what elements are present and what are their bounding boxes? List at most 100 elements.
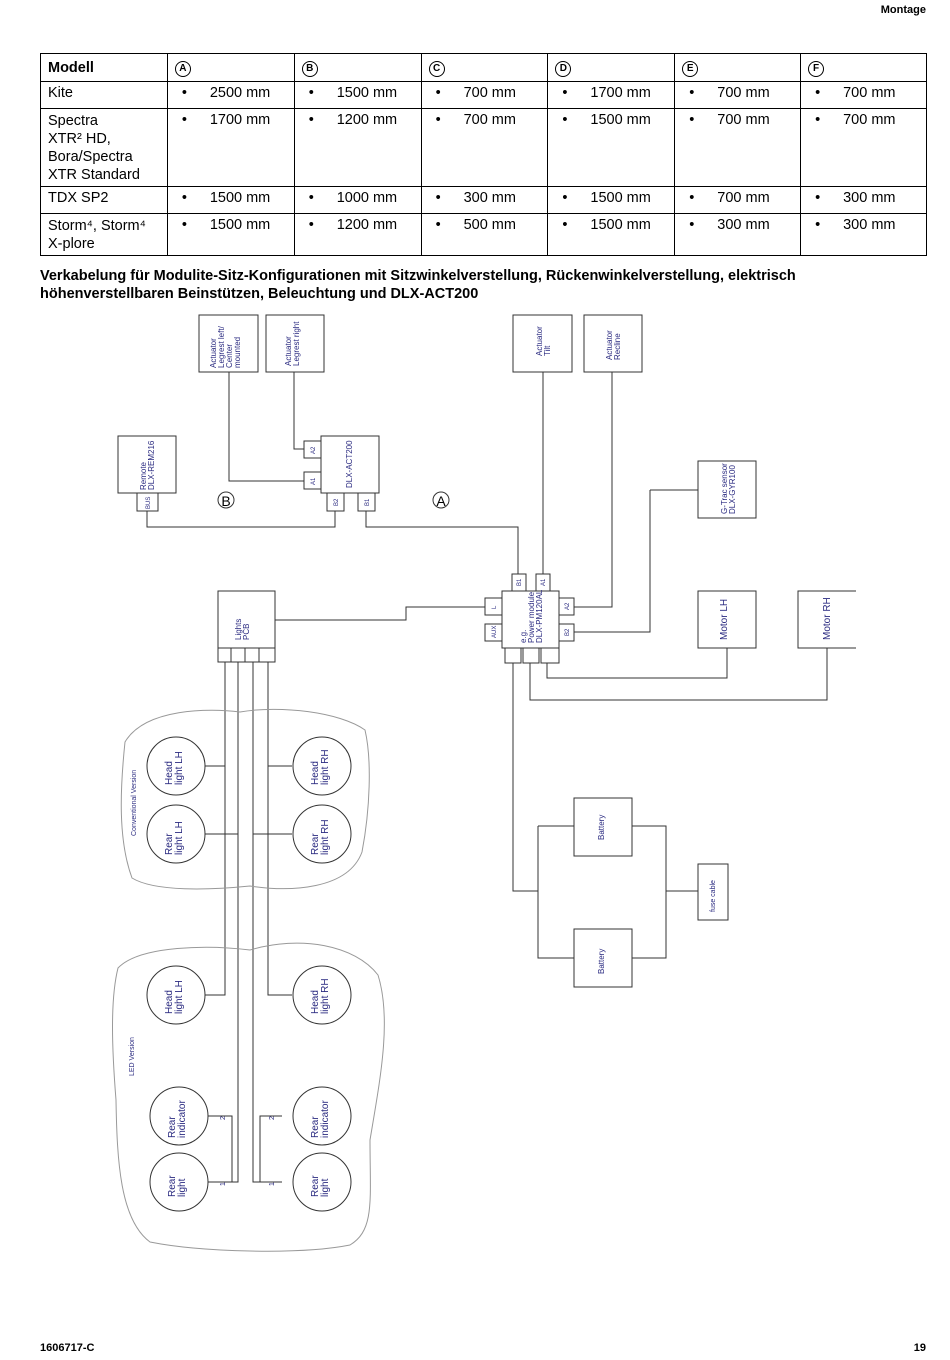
label-head-light-lh: Headlight LH <box>164 751 185 785</box>
value-cell: 1500 mm <box>590 112 651 128</box>
dimensions-table: Modell A B C D E F Kite •2500 mm •1500 m… <box>40 53 927 256</box>
value-cell: 700 mm <box>843 85 896 101</box>
battery-box-top <box>573 797 633 857</box>
header-b: B <box>301 61 318 77</box>
value-cell: 700 mm <box>463 85 516 101</box>
table-row: Storm⁴, Storm⁴ X-plore •1500 mm •1200 mm… <box>40 213 927 256</box>
rear-light-lh-led <box>149 1152 209 1212</box>
wire <box>228 372 304 482</box>
battery-wire <box>537 825 667 959</box>
wire <box>275 606 485 621</box>
wire <box>205 662 226 996</box>
label-head-light-rh-led: Headlight RH <box>310 978 331 1014</box>
label-battery-top: Battery <box>597 815 606 840</box>
pin-1-left: 1 <box>220 1182 227 1186</box>
label-rear-light-rh: Rearlight RH <box>310 819 331 855</box>
value-cell: 700 mm <box>843 112 896 128</box>
value-cell: 700 mm <box>717 190 770 206</box>
table-row: Spectra XTR² HD, Bora/Spectra XTR Standa… <box>40 108 927 187</box>
marker-a-circle <box>432 491 450 509</box>
label-led-version: LED Version <box>129 1037 136 1076</box>
pm-port-l: L <box>492 605 498 609</box>
wire <box>546 648 728 679</box>
pcb-port <box>244 647 260 663</box>
head-light-rh-led <box>292 965 352 1025</box>
pcb-port <box>217 647 232 663</box>
act200-box <box>320 435 380 494</box>
rear-indicator-lh-led <box>149 1086 209 1146</box>
label-actuator-legrest-r: ActuatorLegrest right <box>284 321 301 366</box>
pm-motor-port <box>522 647 540 664</box>
label-power-module: e.g.Power moduleDLX-PM120AL <box>519 589 544 643</box>
pm-port-aux: AUX <box>492 626 498 638</box>
rear-light-lh-conv <box>146 804 206 864</box>
pm-aux-port <box>484 623 503 642</box>
port-bus: BUS <box>146 497 152 509</box>
value-cell: 300 mm <box>717 217 770 233</box>
wire <box>293 372 304 450</box>
led-version-outline <box>112 942 385 1252</box>
label-act200: DLX-ACT200 <box>345 440 354 488</box>
pm-port-a1: A1 <box>541 578 547 586</box>
label-rear-light-lh-led: Rearlight <box>167 1175 188 1197</box>
label-gtrac: G-Trac sensorDLX-GYR100 <box>720 463 737 514</box>
actuator-recline-box <box>583 314 643 373</box>
diagram-caption: Verkabelung für Modulite-Sitz-Konfigurat… <box>40 268 796 302</box>
pcb-port <box>258 647 276 663</box>
wire <box>267 662 292 996</box>
wire <box>574 490 651 633</box>
label-remote: RemoteDLX-REM216 <box>139 440 156 490</box>
wire <box>252 662 292 1183</box>
page-number: 19 <box>913 1342 926 1354</box>
label-rear-indicator-rh: Rearindicator <box>310 1100 331 1138</box>
value-cell: 1700 mm <box>590 85 651 101</box>
label-lights-pcb: LightsPCB <box>234 619 251 640</box>
marker-b: B <box>221 493 230 509</box>
actuator-legrest-right-box <box>265 314 325 373</box>
doc-number: 1606717-C <box>40 1342 95 1354</box>
pcb-port <box>230 647 246 663</box>
value-cell: 1500 mm <box>209 190 271 206</box>
label-actuator-legrest-lc: ActuatorLegrest left/Centermounted <box>209 325 242 368</box>
model-cell: Kite <box>40 81 168 109</box>
value-cell: 2500 mm <box>209 85 271 101</box>
value-cell: 700 mm <box>717 85 770 101</box>
pm-port-a2: A2 <box>565 602 571 610</box>
fuse-cable-box <box>697 863 729 921</box>
label-actuator-tilt: ActuatorTilt <box>535 326 552 356</box>
label-fuse-cable: fuse cable <box>710 880 717 912</box>
value-cell: 1500 mm <box>336 85 398 101</box>
header-d: D <box>555 61 572 77</box>
pin-1-right: 1 <box>269 1182 276 1186</box>
port-b2: B2 <box>334 498 340 506</box>
port-b1: B1 <box>365 498 371 506</box>
value-cell: 1200 mm <box>336 112 398 128</box>
value-cell: 300 mm <box>463 190 516 206</box>
model-cell: TDX SP2 <box>40 186 168 214</box>
wire <box>208 1115 233 1182</box>
wire <box>259 1115 282 1182</box>
wire <box>529 648 828 701</box>
header-f: F <box>808 61 825 77</box>
value-cell: 1700 mm <box>209 112 271 128</box>
label-motor-rh: Motor RH <box>822 597 833 640</box>
pm-battery-port <box>504 647 522 664</box>
rear-indicator-rh-led <box>292 1086 352 1146</box>
pm-port-b2: B2 <box>565 628 571 636</box>
label-head-light-lh-led: Headlight LH <box>164 980 185 1014</box>
marker-a: A <box>436 493 446 509</box>
model-cell: Storm⁴, Storm⁴ X-plore <box>40 213 168 256</box>
header-c: C <box>428 61 445 77</box>
pin-2-right: 2 <box>269 1116 276 1120</box>
value-cell: 1000 mm <box>336 190 398 206</box>
head-light-lh-led <box>146 965 206 1025</box>
wire <box>574 372 613 608</box>
value-cell: 1500 mm <box>590 190 651 206</box>
label-rear-indicator-lh: Rearindicator <box>167 1100 188 1138</box>
rear-light-rh-conv <box>292 804 352 864</box>
header-model: Modell <box>40 53 168 82</box>
label-battery-bottom: Battery <box>597 949 606 974</box>
pm-b1-port <box>511 573 527 592</box>
label-motor-lh: Motor LH <box>719 599 730 640</box>
